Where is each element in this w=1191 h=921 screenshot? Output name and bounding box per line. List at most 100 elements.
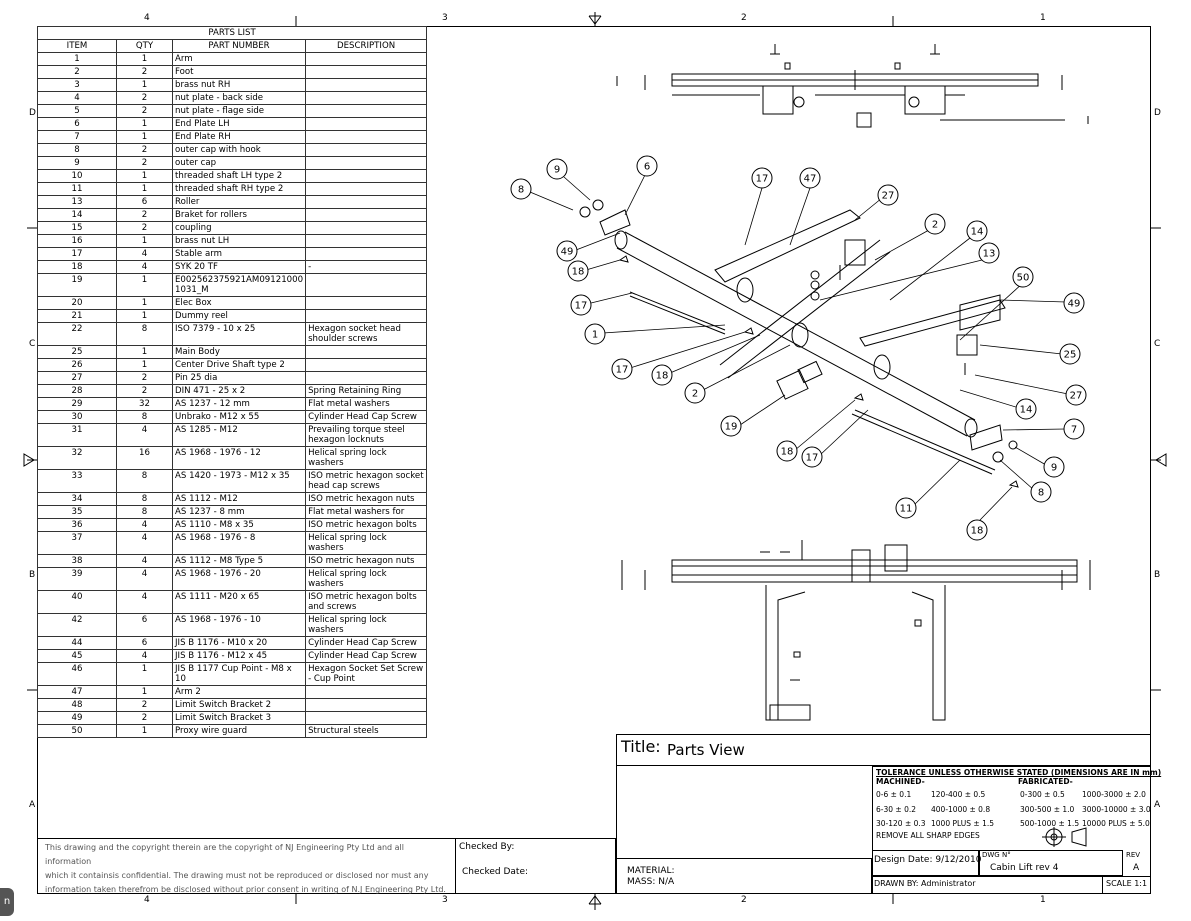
zone-top-3: 3 — [442, 13, 448, 23]
part-number-cell: AS 1111 - M20 x 65 — [171, 590, 307, 614]
balloon-13: 13 — [978, 242, 1000, 264]
balloon-18: 18 — [776, 440, 798, 462]
tol-1-0: 6-30 ± 0.2 — [876, 805, 917, 814]
parts-list-table: PARTS LIST ITEM QTY PART NUMBER DESCRIPT… — [36, 26, 428, 738]
balloon-circle — [966, 220, 988, 242]
balloon-2: 2 — [684, 382, 706, 404]
description-cell: Structural steels — [305, 724, 428, 738]
notice-line-2: which it containsis confidential. The dr… — [45, 871, 429, 880]
notice-line-1: This drawing and the copyright therein a… — [45, 843, 405, 866]
notice-line-3: information taken therefrom be disclosed… — [45, 885, 446, 894]
checked-by-label: Checked By: — [459, 842, 515, 852]
balloon-circle — [1030, 481, 1052, 503]
balloon-label: 18 — [656, 371, 669, 382]
balloon-9: 9 — [546, 158, 568, 180]
balloon-label: 17 — [756, 174, 769, 185]
balloon-circle — [584, 323, 606, 345]
tol-0-3: 1000-3000 ± 2.0 — [1082, 790, 1146, 799]
description-cell: Helical spring lock washers — [305, 531, 428, 555]
zone-left-D: D — [29, 108, 36, 118]
balloon-18: 18 — [567, 260, 589, 282]
tol-2-3: 10000 PLUS ± 5.0 — [1082, 819, 1150, 828]
balloon-label: 8 — [1038, 488, 1044, 499]
design-date-box — [872, 850, 979, 876]
tol-1-1: 400-1000 ± 0.8 — [931, 805, 991, 814]
projection-symbol-icon — [1042, 827, 1087, 847]
balloon-circle — [801, 446, 823, 468]
part-number-cell: E002562375921AM09121000 1031_M — [171, 273, 307, 297]
exploded-view — [529, 174, 1069, 521]
balloon-19: 19 — [720, 415, 742, 437]
zone-top-4: 4 — [144, 13, 150, 23]
zone-right-C: C — [1154, 339, 1161, 349]
balloon-label: 8 — [518, 185, 524, 196]
balloon-9: 9 — [1043, 456, 1065, 478]
balloon-circle — [895, 497, 917, 519]
tol-1-3: 3000-10000 ± 3.0 — [1082, 805, 1151, 814]
balloon-circle — [776, 440, 798, 462]
checked-box — [455, 838, 616, 894]
tol-2-0: 30-120 ± 0.3 — [876, 819, 926, 828]
balloon-27: 27 — [1065, 384, 1087, 406]
balloon-50: 50 — [1012, 266, 1034, 288]
zone-bottom-1: 1 — [1040, 895, 1046, 905]
balloon-label: 25 — [1064, 350, 1077, 361]
tol-2-2: 500-1000 ± 1.5 — [1020, 819, 1080, 828]
item-cell: 22 — [37, 322, 117, 346]
balloon-8: 8 — [510, 178, 532, 200]
checked-date-label: Checked Date: — [462, 867, 529, 877]
balloon-circle — [978, 242, 1000, 264]
qty-cell: 6 — [116, 613, 173, 637]
balloon-label: 1 — [592, 330, 598, 341]
scale-box — [1102, 876, 1151, 894]
balloon-circle — [636, 155, 658, 177]
balloon-circle — [510, 178, 532, 200]
part-number-cell: Proxy wire guard — [171, 724, 307, 738]
rev-label: REV — [1126, 851, 1141, 859]
corner-chip[interactable]: n — [0, 888, 14, 916]
zone-bottom-4: 4 — [144, 895, 150, 905]
balloon-label: 17 — [575, 301, 588, 312]
balloon-25: 25 — [1059, 343, 1081, 365]
zone-right-B: B — [1154, 570, 1161, 580]
balloon-label: 9 — [554, 165, 560, 176]
balloon-label: 11 — [900, 504, 913, 515]
balloon-circle — [611, 358, 633, 380]
balloon-47: 47 — [799, 167, 821, 189]
description-cell: Hexagon Socket Set Screw - Cup Point — [305, 662, 428, 686]
balloon-label: 47 — [804, 174, 817, 185]
balloon-circle — [651, 364, 673, 386]
qty-cell: 4 — [116, 531, 173, 555]
part-number-cell: JIS B 1176 - M10 x 20 — [171, 636, 307, 650]
machined-label: MACHINED- — [876, 777, 925, 786]
balloon-label: 17 — [806, 453, 819, 464]
zone-right-D: D — [1154, 108, 1161, 118]
front-view — [621, 540, 1091, 721]
tol-0-0: 0-6 ± 0.1 — [876, 790, 912, 799]
balloon-label: 18 — [971, 526, 984, 537]
scale: SCALE 1:1 — [1106, 879, 1148, 888]
zone-top-1: 1 — [1040, 13, 1046, 23]
balloon-circle — [546, 158, 568, 180]
balloon-circle — [877, 184, 899, 206]
balloon-27: 27 — [877, 184, 899, 206]
balloon-circle — [799, 167, 821, 189]
title-value: Parts View — [667, 741, 745, 759]
fabricated-label: FABRICATED- — [1018, 777, 1073, 786]
qty-cell: 4 — [116, 423, 173, 447]
balloon-label: 17 — [616, 365, 629, 376]
